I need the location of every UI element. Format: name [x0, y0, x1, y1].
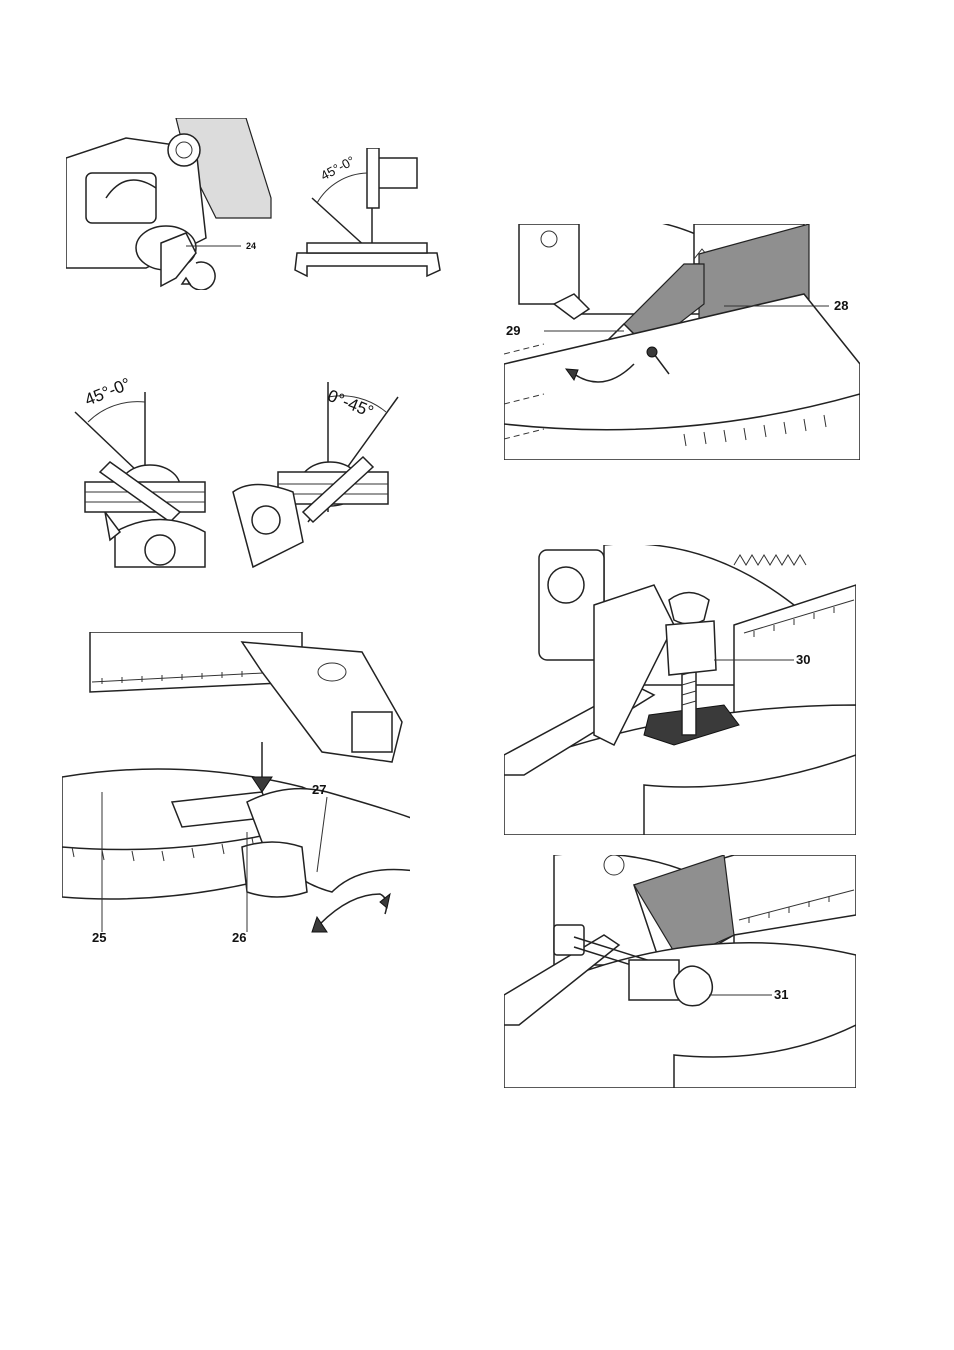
bevel-scale-illustration: [292, 148, 444, 280]
figure-bevel-scale: 45°-0°: [292, 148, 444, 280]
callout-28: 28: [834, 298, 848, 313]
figure-miter-table: 25 26 27: [62, 632, 410, 948]
callout-26: 26: [232, 930, 246, 945]
figure-right-bevel-top-view: 0°-45°: [228, 372, 414, 572]
callout-31: 31: [774, 987, 788, 1002]
figure-bevel-lock-lever: 24: [66, 118, 278, 290]
vertical-clamp-illustration: [504, 545, 856, 835]
right-bevel-illustration: [228, 372, 414, 572]
callout-27: 27: [312, 782, 326, 797]
horizontal-clamp-illustration: [504, 855, 856, 1088]
figure-vertical-clamp: 30: [504, 545, 856, 835]
sliding-fence-illustration: [504, 224, 860, 460]
callout-25: 25: [92, 930, 106, 945]
callout-30: 30: [796, 652, 810, 667]
callout-24: 24: [246, 241, 256, 251]
figure-left-bevel-top-view: 45°-0°: [70, 372, 222, 572]
figure-horizontal-clamp: 31: [504, 855, 856, 1088]
miter-table-illustration: [62, 632, 410, 948]
bevel-lock-illustration: [66, 118, 278, 290]
figure-sliding-fence: 28 29: [504, 224, 860, 460]
callout-29: 29: [506, 323, 520, 338]
